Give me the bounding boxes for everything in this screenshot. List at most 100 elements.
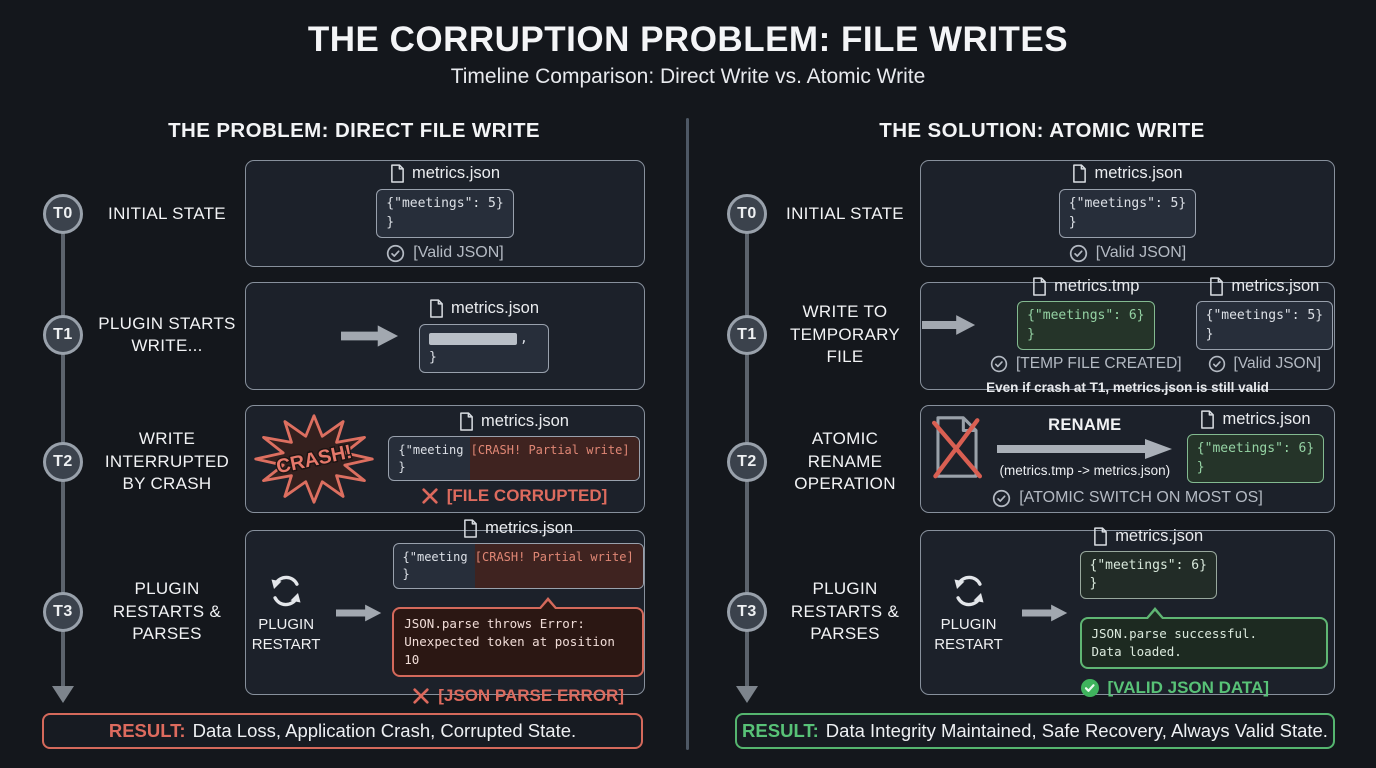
check-circle-icon xyxy=(990,355,1008,373)
timeline-marker-t2: T2 xyxy=(727,442,767,482)
code-box: {"meetings": 6}} xyxy=(1079,550,1217,600)
step-label-t3: PLUGIN RESTARTS & PARSES xyxy=(790,579,900,644)
status-text: [Valid JSON] xyxy=(1233,354,1322,372)
timeline-marker-t2: T2 xyxy=(43,442,83,482)
check-circle-icon xyxy=(386,244,405,263)
restart-icon xyxy=(949,571,989,611)
card-write-interrupted: CRASH! metrics.json {"meeting [CRASH! Pa… xyxy=(245,405,645,513)
partial-tail: , xyxy=(520,331,528,347)
code-line: } xyxy=(402,566,410,581)
code-line: {"meetings": 6} xyxy=(1027,308,1145,324)
redacted-bar xyxy=(429,332,517,345)
code-box-temp: {"meetings": 6}} xyxy=(1017,301,1155,350)
code-line: } xyxy=(1027,326,1035,342)
file-row: metrics.tmp xyxy=(1032,277,1139,296)
step-label-t1: PLUGIN STARTS WRITE... xyxy=(98,313,236,355)
arrow-right-icon xyxy=(336,602,382,624)
file-name: metrics.json xyxy=(1115,526,1204,545)
check-circle-icon xyxy=(1208,355,1226,373)
status-json-parse-error: [JSON PARSE ERROR] xyxy=(412,686,624,706)
file-row: metrics.json xyxy=(1093,527,1203,546)
arrow-right-icon xyxy=(341,324,399,348)
file-row: metrics.json xyxy=(1209,277,1319,296)
code-box-corrupted: {"meeting [CRASH! Partial write]} xyxy=(392,543,644,589)
code-box: {"meetings": 5}} xyxy=(1058,189,1197,238)
check-circle-icon xyxy=(992,489,1011,508)
code-line: } xyxy=(398,459,406,474)
code-line: } xyxy=(1196,459,1205,475)
status-text: [FILE CORRUPTED] xyxy=(446,486,608,506)
file-name: metrics.json xyxy=(450,299,540,318)
file-name: metrics.json xyxy=(1222,410,1311,429)
step-label-t0: INITIAL STATE xyxy=(786,203,904,223)
code-crash-text: [CRASH! Partial write] xyxy=(470,442,630,457)
success-line: Data loaded. xyxy=(1091,644,1182,660)
card-plugin-starts-write: metrics.json ,} xyxy=(245,282,645,390)
file-name: metrics.json xyxy=(1094,164,1183,183)
status-valid-json: [Valid JSON] xyxy=(1208,354,1322,373)
result-text: Data Integrity Maintained, Safe Recovery… xyxy=(825,720,1328,741)
code-line: } xyxy=(386,214,395,230)
status-text: [TEMP FILE CREATED] xyxy=(1015,354,1182,372)
file-icon xyxy=(429,299,444,318)
file-row: metrics.json xyxy=(1200,410,1311,429)
file-name: metrics.json xyxy=(485,519,574,538)
file-icon xyxy=(390,164,405,183)
file-icon xyxy=(1200,410,1215,429)
file-name: metrics.tmp xyxy=(1054,277,1140,296)
code-box: {"meetings": 5}} xyxy=(376,189,514,238)
code-pre: {"meeting xyxy=(402,550,475,565)
status-text: [JSON PARSE ERROR] xyxy=(438,685,624,705)
success-line: JSON.parse successful. xyxy=(1091,626,1258,642)
card-write-to-temp: metrics.tmp {"meetings": 6}} [TEMP FILE … xyxy=(920,277,1335,395)
file-row: metrics.json xyxy=(459,412,569,431)
code-pre: {"meeting xyxy=(398,442,471,457)
file-name: metrics.json xyxy=(480,411,569,430)
result-label: RESULT: xyxy=(742,720,819,741)
code-box-partial-write: ,} xyxy=(419,324,549,373)
code-line: } xyxy=(1089,575,1098,591)
file-icon xyxy=(463,519,478,538)
file-name: metrics.json xyxy=(1231,277,1320,296)
code-line: {"meetings": 5} xyxy=(386,196,504,212)
restart-label: PLUGIN RESTART xyxy=(251,616,321,653)
crash-highlight xyxy=(470,436,639,481)
restart-icon xyxy=(266,571,306,611)
code-crash-text: [CRASH! Partial write] xyxy=(474,550,634,565)
code-line: } xyxy=(1205,326,1214,342)
arrow-right-icon xyxy=(1021,602,1068,624)
result-text: Data Loss, Application Crash, Corrupted … xyxy=(192,720,577,741)
card-plugin-restarts-parses: PLUGIN RESTART metrics.json {"meetings":… xyxy=(920,527,1335,698)
code-box-corrupted: {"meeting [CRASH! Partial write]} xyxy=(388,435,640,482)
file-row: metrics.json xyxy=(463,519,573,538)
error-callout: JSON.parse throws Error: Unexpected toke… xyxy=(392,596,644,677)
timeline-arrowhead-icon xyxy=(736,686,758,703)
error-line: JSON.parse throws Error: xyxy=(404,615,585,631)
timeline-marker-t1: T1 xyxy=(43,315,83,355)
rename-arrow-icon xyxy=(996,437,1173,461)
column-heading-problem: THE PROBLEM: DIRECT FILE WRITE xyxy=(168,119,540,142)
column-divider xyxy=(686,118,689,750)
x-icon xyxy=(421,487,439,505)
file-icon xyxy=(1093,527,1108,546)
write-in-progress-bar: , xyxy=(429,330,539,348)
status-atomic-switch: [ATOMIC SWITCH ON MOST OS] xyxy=(992,489,1263,508)
timeline-marker-t0: T0 xyxy=(727,194,767,234)
success-callout: JSON.parse successful. Data loaded. xyxy=(1079,607,1328,670)
status-file-corrupted: [FILE CORRUPTED] xyxy=(421,486,608,506)
rename-caption: (metrics.tmp -> metrics.json) xyxy=(999,462,1171,478)
step-label-t2: ATOMIC RENAME OPERATION xyxy=(794,429,896,494)
code-line: {"meetings": 5} xyxy=(1068,196,1187,212)
page-subtitle: Timeline Comparison: Direct Write vs. At… xyxy=(450,65,926,88)
code-line: } xyxy=(1068,214,1077,230)
crossed-file-icon xyxy=(931,414,983,480)
step-label-t2: WRITE INTERRUPTED BY CRASH xyxy=(104,429,230,494)
code-line: {"meeting [CRASH! Partial write] xyxy=(403,549,634,566)
timeline-marker-t3: T3 xyxy=(43,592,83,632)
step-label-t0: INITIAL STATE xyxy=(108,203,226,223)
timeline-marker-t3: T3 xyxy=(727,592,767,632)
code-box: {"meetings": 6}} xyxy=(1186,434,1325,483)
result-bar-solution: RESULT: Data Integrity Maintained, Safe … xyxy=(735,713,1335,749)
rename-label: RENAME xyxy=(1048,415,1122,434)
